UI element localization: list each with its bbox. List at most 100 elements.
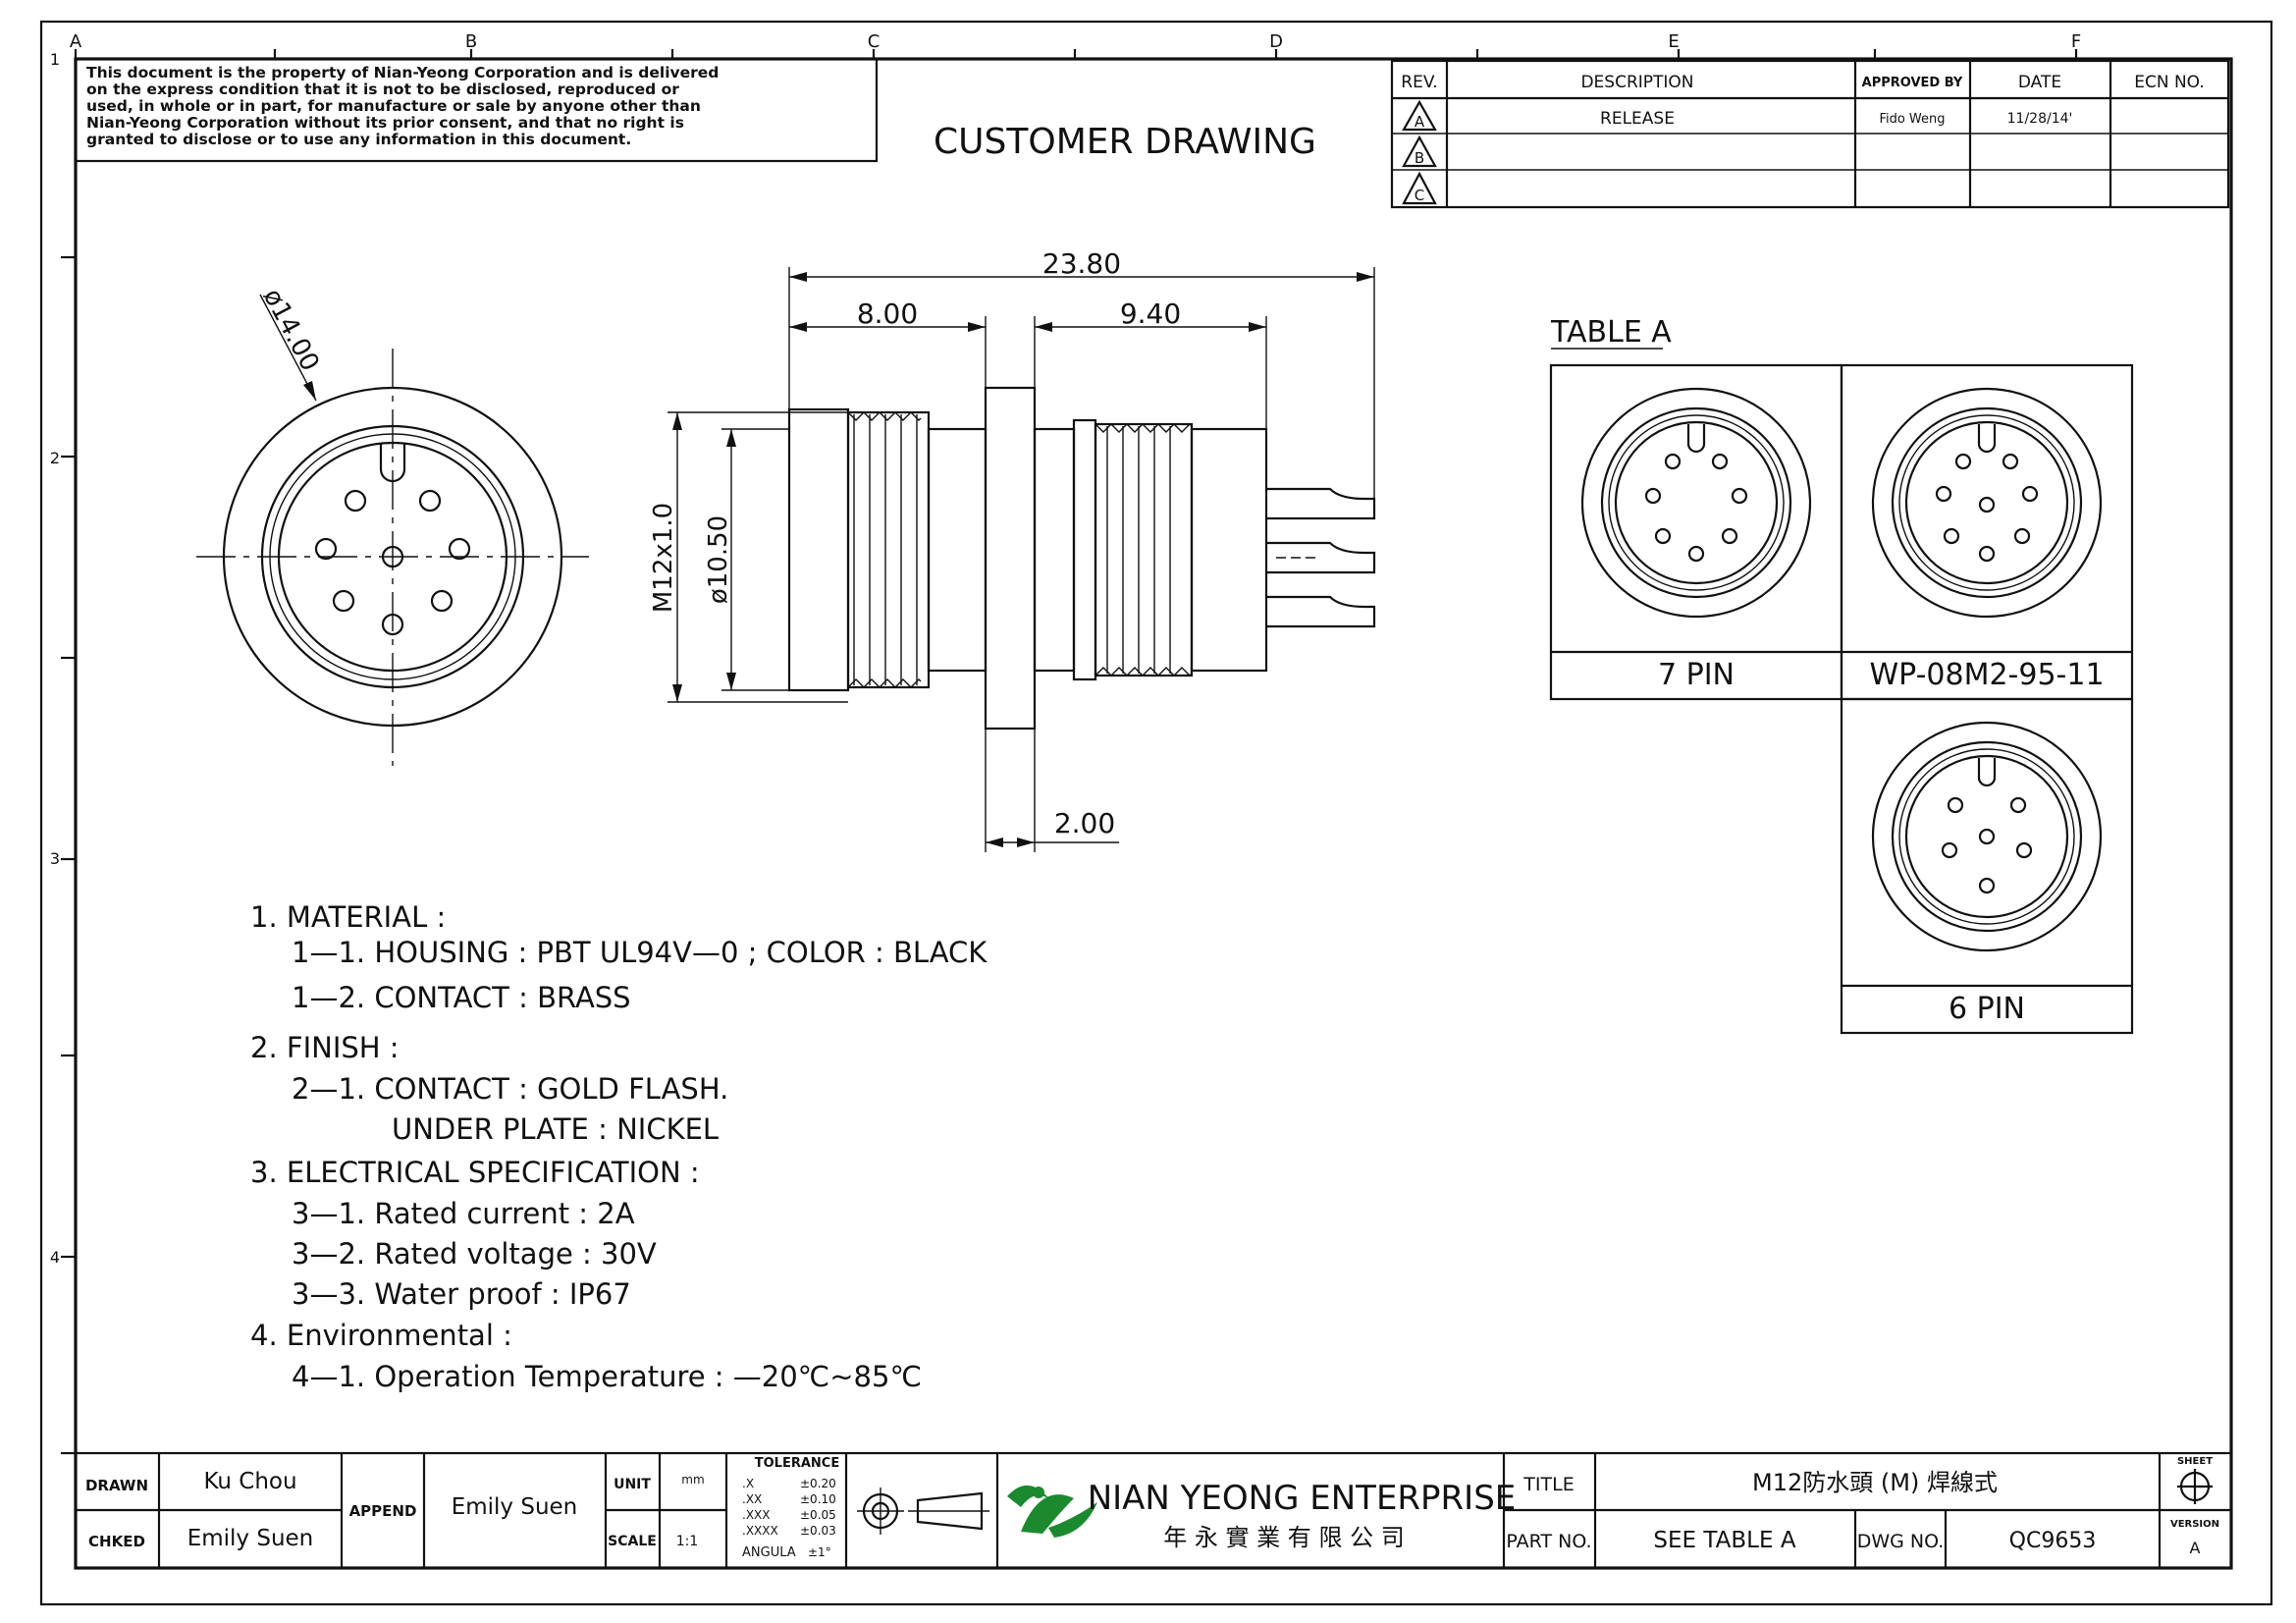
rev-a-approver: Fido Weng xyxy=(1879,112,1945,127)
overall-length-label: 23.80 xyxy=(1042,247,1121,280)
disclaimer-text: This document is the property of Nian-Ye… xyxy=(86,64,719,148)
note-4: 4. Environmental : xyxy=(250,1319,512,1352)
note-3-1: 3—1. Rated current : 2A xyxy=(292,1197,635,1230)
append-value: Emily Suen xyxy=(452,1494,578,1520)
rev-triangle-a xyxy=(1402,99,1437,132)
checked-label: CHKED xyxy=(88,1533,145,1550)
ecn-header: ECN NO. xyxy=(2134,73,2205,92)
rev-b-label: B xyxy=(1415,149,1424,167)
title-value: M12防水頭 (M) 焊線式 xyxy=(1752,1469,1998,1496)
column-label-c: C xyxy=(868,31,881,52)
tolerance-xxx-key: .XXX xyxy=(742,1508,770,1522)
sheet-target-icon xyxy=(2177,1469,2213,1504)
description-header: DESCRIPTION xyxy=(1580,73,1693,92)
tolerance-x-value: ±0.20 xyxy=(800,1477,836,1490)
flange-label: 2.00 xyxy=(1054,807,1115,839)
side-view: 23.80 8.00 9.40 M12x1.0 ø10.50 xyxy=(649,247,1376,852)
column-label-d: D xyxy=(1269,31,1283,52)
disclaimer-line-2: on the express condition that it is not … xyxy=(86,81,679,98)
sheet-label: SHEET xyxy=(2177,1456,2213,1467)
projection-symbol-icon xyxy=(857,1488,989,1535)
disclaimer-line-5: granted to disclose or to use any inform… xyxy=(86,131,631,148)
outer-border xyxy=(39,20,2273,1606)
row-label-3: 3 xyxy=(50,849,60,868)
table-a-title: TABLE A xyxy=(1550,315,1672,350)
note-3-3: 3—3. Water proof : IP67 xyxy=(292,1277,631,1311)
unit-value: mm xyxy=(681,1473,704,1487)
checked-value: Emily Suen xyxy=(187,1526,314,1551)
version-label: VERSION xyxy=(2170,1519,2219,1530)
disclaimer-line-4: Nian-Yeong Corporation without its prior… xyxy=(86,114,684,132)
drawn-value: Ku Chou xyxy=(203,1469,296,1494)
pin-layout-8 xyxy=(1871,387,2103,619)
note-2-1b: UNDER PLATE : NICKEL xyxy=(392,1112,719,1146)
rev-triangle-b xyxy=(1402,135,1437,168)
dwg-no-label: DWG NO. xyxy=(1857,1531,1945,1552)
note-3-2: 3—2. Rated voltage : 30V xyxy=(292,1237,657,1271)
note-1-1: 1—1. HOUSING : PBT UL94V—0 ; COLOR : BLA… xyxy=(292,936,988,969)
dwg-no-value: QC9653 xyxy=(2009,1529,2097,1553)
note-3: 3. ELECTRICAL SPECIFICATION : xyxy=(250,1156,700,1189)
column-label-b: B xyxy=(465,31,477,52)
rev-a-description: RELEASE xyxy=(1600,109,1675,129)
outer-diameter-label: ø14.00 xyxy=(257,284,325,376)
tolerance-xx-value: ±0.10 xyxy=(800,1492,836,1506)
rev-a-date: 11/28/14' xyxy=(2007,111,2073,127)
drawn-label: DRAWN xyxy=(85,1477,148,1494)
part-no-value: SEE TABLE A xyxy=(1653,1528,1795,1553)
pin-layout-6 xyxy=(1871,721,2103,952)
company-name-english: NIAN YEONG ENTERPRISE xyxy=(1088,1479,1517,1518)
part-no-label: PART NO. xyxy=(1506,1531,1591,1552)
version-value: A xyxy=(2190,1539,2201,1557)
scale-label: SCALE xyxy=(608,1534,657,1549)
disclaimer-line-1: This document is the property of Nian-Ye… xyxy=(86,64,719,81)
front-view: ø14.00 xyxy=(196,284,589,766)
note-2-1: 2—1. CONTACT : GOLD FLASH. xyxy=(292,1072,728,1106)
inner-diameter-label: ø10.50 xyxy=(704,515,733,604)
rev-triangle-c xyxy=(1402,171,1437,205)
tolerance-xxxx-value: ±0.03 xyxy=(800,1524,836,1538)
company-logo-icon xyxy=(1007,1485,1097,1538)
note-2: 2. FINISH : xyxy=(250,1031,400,1064)
tolerance-xxxx-key: .XXXX xyxy=(742,1524,778,1538)
note-1-2: 1—2. CONTACT : BRASS xyxy=(292,981,631,1014)
append-label: APPEND xyxy=(349,1502,417,1520)
pin-layout-7 xyxy=(1580,387,1812,619)
drawing-title: CUSTOMER DRAWING xyxy=(934,122,1316,162)
rev-a-label: A xyxy=(1415,113,1425,131)
tolerance-angle-key: ANGULA xyxy=(742,1545,796,1560)
date-header: DATE xyxy=(2018,73,2061,92)
disclaimer-line-3: used, in whole or in part, for manufactu… xyxy=(86,97,701,115)
column-label-a: A xyxy=(70,31,82,52)
row-zone-markers: 1 2 3 4 xyxy=(50,50,76,1455)
column-zone-markers: A B C D E F xyxy=(70,31,2081,59)
row-label-2: 2 xyxy=(50,449,60,467)
tolerance-title: TOLERANCE xyxy=(755,1456,839,1471)
table-a: TABLE A 7 PIN xyxy=(1549,315,2134,1035)
company-name-chinese: 年 永 實 業 有 限 公 司 xyxy=(1163,1524,1404,1551)
tolerance-angle-value: ±1° xyxy=(808,1545,831,1559)
thread-size-label: M12x1.0 xyxy=(649,503,678,613)
column-label-e: E xyxy=(1668,31,1679,52)
title-label: TITLE xyxy=(1522,1474,1574,1495)
revision-table: REV. DESCRIPTION APPROVED BY DATE ECN NO… xyxy=(1390,59,2230,209)
front-length-label: 8.00 xyxy=(857,298,918,330)
row-label-1: 1 xyxy=(50,50,60,69)
note-4-1: 4—1. Operation Temperature : —20℃~85℃ xyxy=(292,1360,922,1393)
rear-length-label: 9.40 xyxy=(1120,298,1181,330)
row-label-4: 4 xyxy=(50,1248,60,1267)
title-block: DRAWN Ku Chou CHKED Emily Suen APPEND Em… xyxy=(74,1451,2233,1570)
unit-label: UNIT xyxy=(614,1477,651,1492)
tolerance-x-key: .X xyxy=(742,1477,754,1490)
rev-c-label: C xyxy=(1415,187,1424,204)
approved-by-header: APPROVED BY xyxy=(1862,76,1963,90)
column-label-f: F xyxy=(2071,31,2081,52)
note-1: 1. MATERIAL : xyxy=(250,900,446,934)
notes: 1. MATERIAL : 1—1. HOUSING : PBT UL94V—0… xyxy=(250,900,988,1393)
scale-value: 1:1 xyxy=(676,1534,699,1549)
rev-header: REV. xyxy=(1401,73,1437,92)
tolerance-xx-key: .XX xyxy=(742,1492,762,1506)
tolerance-xxx-value: ±0.05 xyxy=(800,1508,836,1522)
table-a-part-label: WP-08M2-95-11 xyxy=(1869,658,2104,692)
